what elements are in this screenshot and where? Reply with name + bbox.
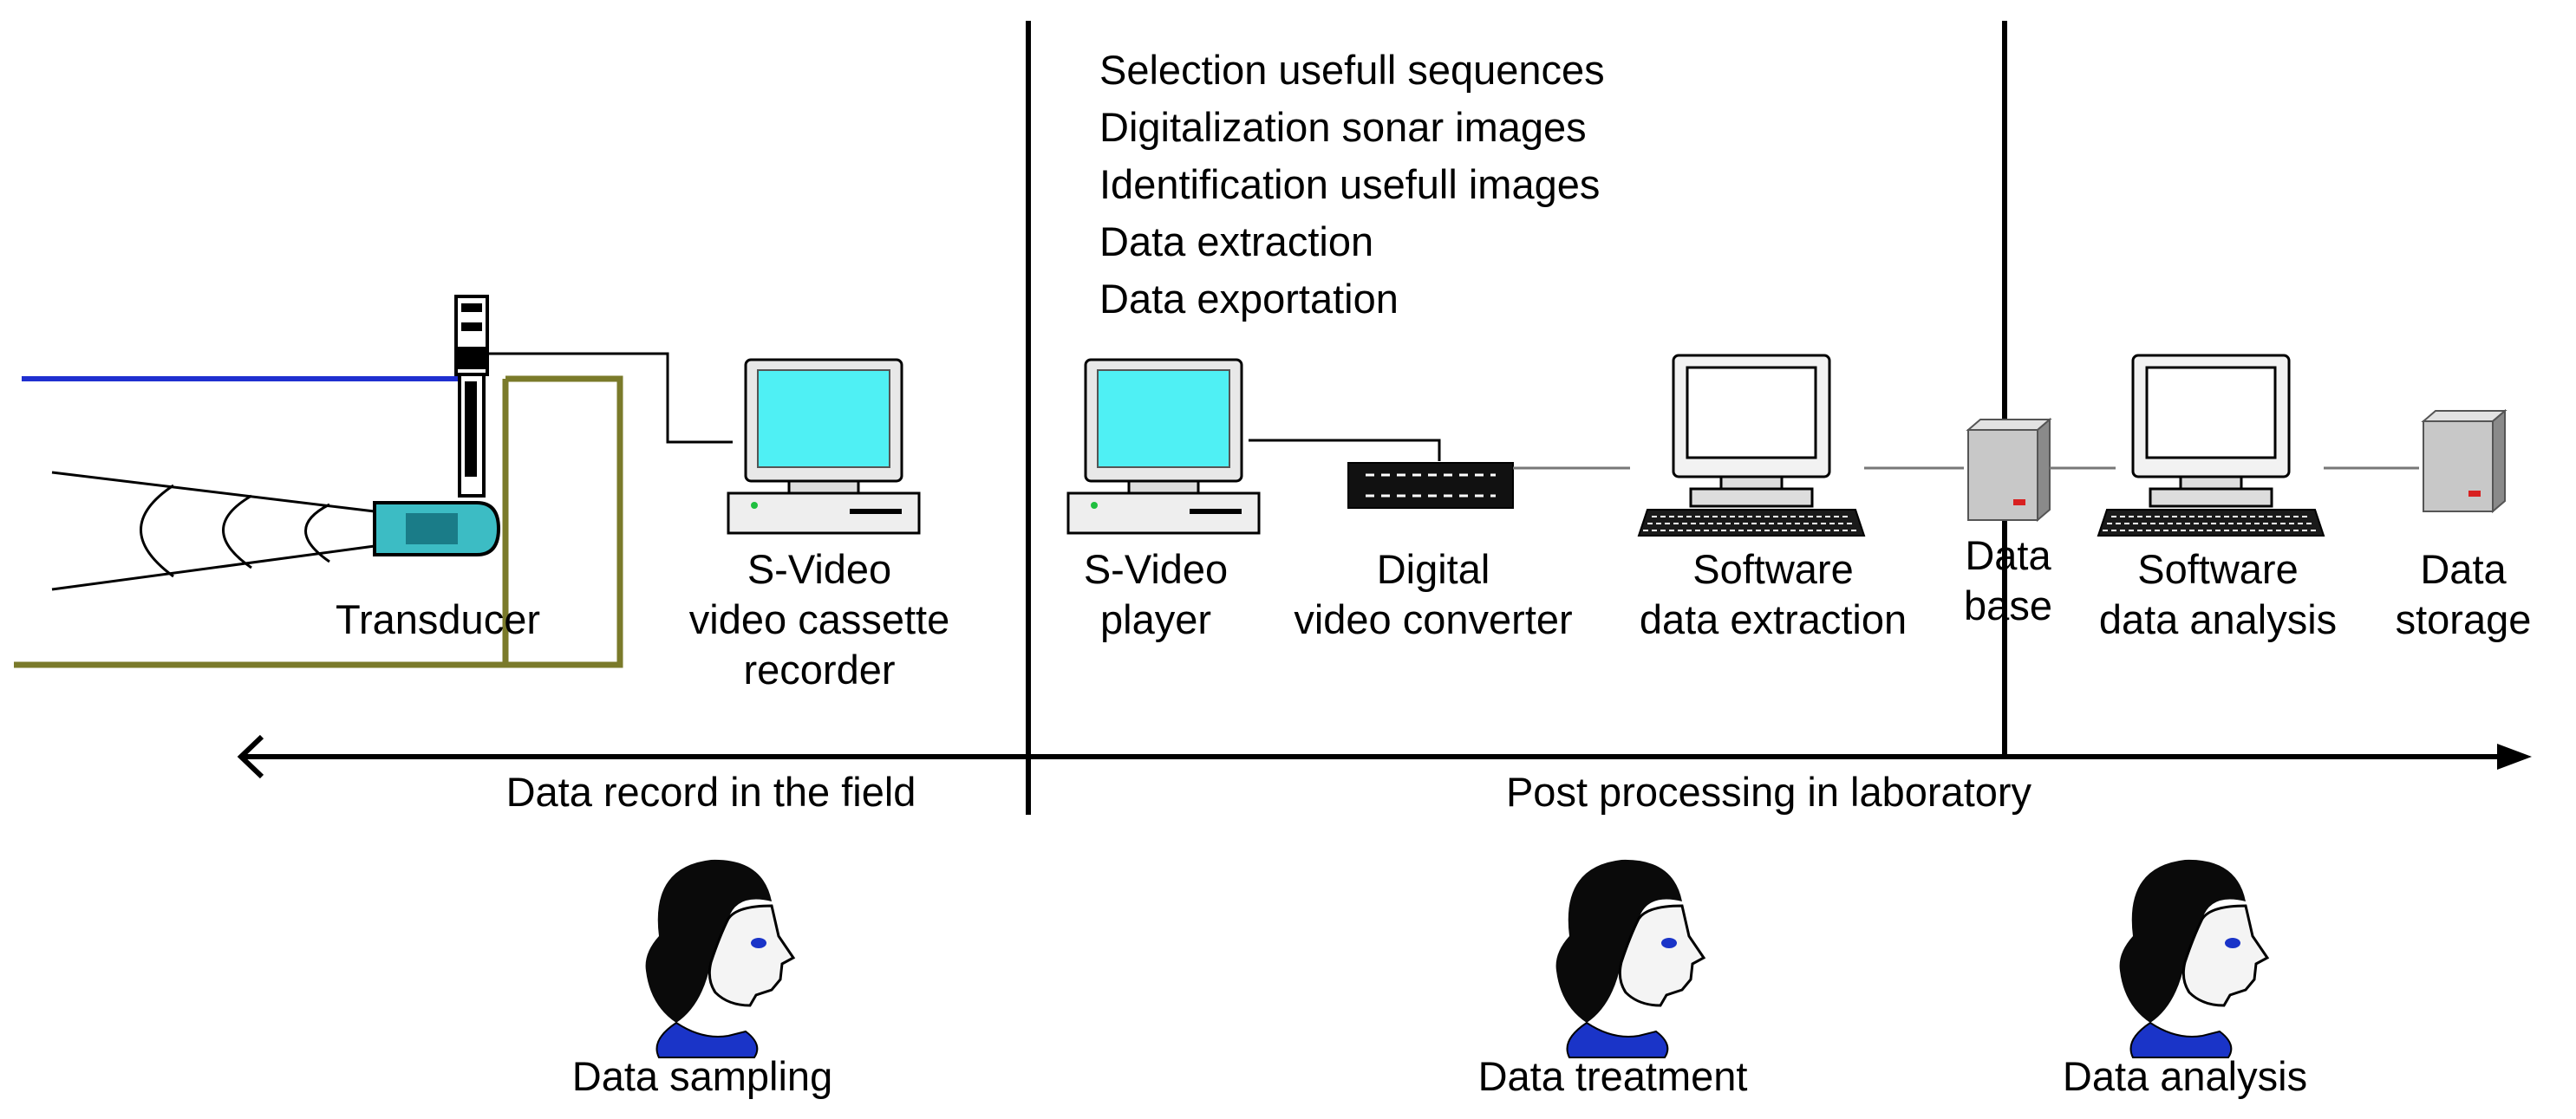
role-treatment-label: Data treatment [1477,1053,1748,1099]
database-label: Data base [1964,530,2052,631]
person-sampling-icon [644,858,795,1059]
player-label: S-Video player [1084,544,1228,645]
role-sampling-label: Data sampling [571,1053,833,1099]
recorder-label: S-Video video cassette recorder [689,544,949,695]
analysis-label-line: Software [2137,546,2299,592]
storage-label-line: Data [2420,546,2507,592]
transducer-label: Transducer [336,596,540,642]
extraction-label-line: data extraction [1639,596,1908,642]
role-analysis-label: Data analysis [2062,1053,2308,1099]
analysis-label: Software data analysis [2099,544,2337,645]
extraction-computer-icon [1637,354,1866,537]
extraction-label-line: Software [1692,546,1854,592]
database-server-icon [1967,419,2051,521]
step-item: Data exportation [1099,276,1399,322]
person-analysis-icon [2118,858,2269,1059]
recorder-label-line: recorder [743,647,896,693]
step-item: Data extraction [1099,218,1374,264]
transducer-icon [51,471,501,591]
step-item: Identification usefull images [1099,161,1601,207]
storage-server-icon [2423,410,2506,512]
database-label-line: base [1964,582,2052,628]
player-monitor-icon [1066,358,1261,535]
analysis-label-line: data analysis [2098,596,2338,642]
player-label-line: S-Video [1083,546,1229,592]
analysis-computer-icon [2097,354,2325,537]
player-label-line: player [1099,596,1212,642]
step-item: Digitalization sonar images [1099,104,1587,150]
step-item: Selection usefull sequences [1099,47,1605,93]
converter-label-line: video converter [1294,596,1573,642]
processing-steps-list: Selection usefull sequences Digitalizati… [1099,42,1605,328]
lab-phase-label: Post processing in laboratory [1505,769,2032,815]
recorder-label-line: S-Video [747,546,892,592]
mounting-frame [14,375,623,668]
extraction-label: Software data extraction [1640,544,1907,645]
converter-label: Digital video converter [1294,544,1572,645]
storage-label-line: storage [2395,596,2532,642]
converter-label-line: Digital [1376,546,1490,592]
database-label-line: Data [1965,532,2051,578]
transducer-pole [454,295,489,498]
video-converter-icon [1347,462,1514,509]
field-phase-label: Data record in the field [505,769,916,815]
recorder-label-line: video cassette [688,596,950,642]
storage-label: Data storage [2396,544,2532,645]
person-treatment-icon [1555,858,1705,1059]
vcr-monitor-icon [727,358,921,535]
